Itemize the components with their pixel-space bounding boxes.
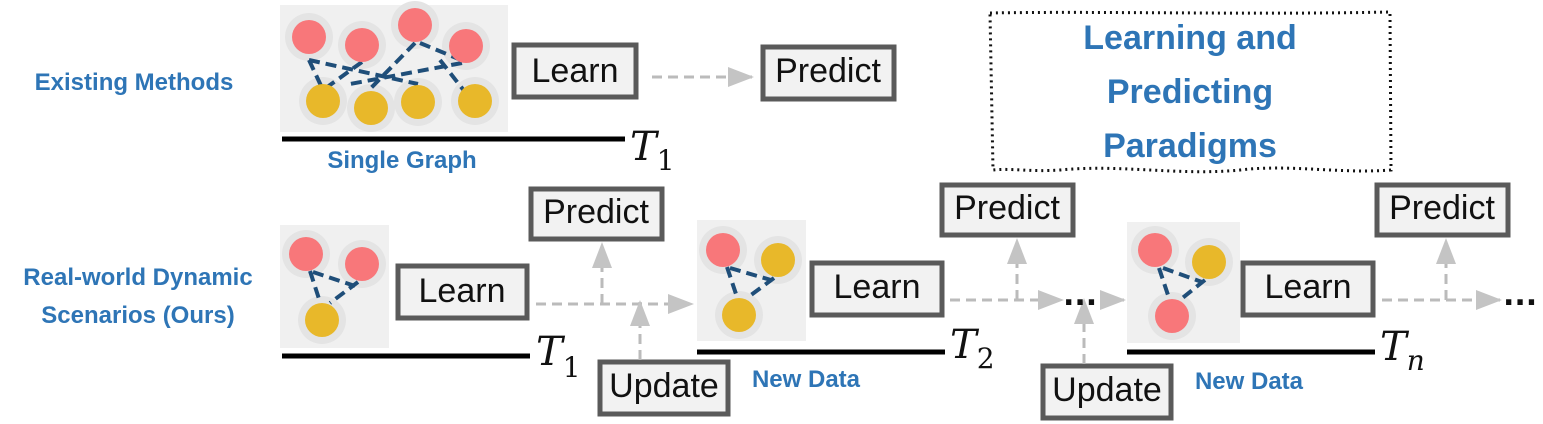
dynamic-graph-2 — [697, 220, 806, 341]
new-data-caption: New Data — [752, 366, 861, 393]
title-line-3: Paradigms — [1103, 127, 1277, 165]
learn-box: Learn — [511, 42, 639, 100]
node-red — [345, 247, 379, 281]
yellow-nodes — [306, 84, 492, 125]
node-yellow — [306, 84, 340, 118]
learn-label: Learn — [419, 272, 506, 310]
dynamic-graph-1 — [280, 225, 389, 348]
predict-box: Predict — [760, 44, 897, 102]
dynamic-label-line-1: Real-world Dynamic — [23, 264, 252, 291]
update-label: Update — [609, 367, 719, 405]
node-red — [292, 20, 326, 54]
learn-box: Learn — [1240, 260, 1376, 318]
update-label: Update — [1052, 371, 1162, 409]
learn-box: Learn — [809, 260, 945, 318]
time-label-tn: Tn — [1380, 324, 1425, 377]
node-yellow — [354, 91, 388, 125]
predict-box: Predict — [939, 182, 1076, 238]
node-yellow — [1192, 245, 1226, 279]
single-graph — [280, 1, 508, 132]
learn-label: Learn — [834, 268, 921, 306]
existing-methods-label: Existing Methods — [35, 69, 234, 96]
title-box: Learning and Predicting Paradigms — [988, 10, 1393, 174]
node-yellow — [458, 84, 492, 118]
update-box: Update — [1040, 363, 1174, 421]
single-graph-caption: Single Graph — [327, 147, 476, 174]
ellipsis: ... — [1063, 278, 1097, 313]
predict-label: Predict — [1389, 189, 1495, 227]
predict-label: Predict — [954, 189, 1060, 227]
dynamic-label-line-2: Scenarios (Ours) — [41, 302, 234, 329]
time-label-t1: T1 — [536, 329, 581, 384]
predict-box: Predict — [1374, 182, 1511, 238]
ellipsis: ... — [1503, 278, 1537, 313]
predict-box: Predict — [528, 186, 665, 242]
learn-label: Learn — [532, 52, 619, 90]
predict-label: Predict — [775, 52, 881, 90]
node-yellow — [401, 85, 435, 119]
node-red — [449, 29, 483, 63]
time-label-t1: T1 — [630, 124, 675, 177]
update-box: Update — [597, 359, 731, 417]
dynamic-graph-3 — [1127, 222, 1240, 343]
learn-box: Learn — [395, 263, 530, 321]
node-red — [1155, 299, 1189, 333]
node-yellow — [761, 243, 795, 277]
node-red — [1138, 233, 1172, 267]
node-yellow — [305, 303, 339, 337]
predict-label: Predict — [543, 193, 649, 231]
node-red — [345, 28, 379, 62]
new-data-caption: New Data — [1195, 368, 1304, 395]
learn-label: Learn — [1265, 268, 1352, 306]
node-red — [706, 233, 740, 267]
node-red — [398, 8, 432, 42]
node-yellow — [722, 298, 756, 332]
title-line-1: Learning and — [1083, 19, 1296, 57]
flow-arrows — [536, 238, 1502, 364]
title-line-2: Predicting — [1107, 73, 1273, 111]
node-red — [289, 237, 323, 271]
time-label-t2: T2 — [950, 322, 995, 375]
graph-edges — [307, 41, 467, 94]
title-dotted-border — [988, 10, 1393, 174]
red-nodes — [292, 8, 483, 63]
